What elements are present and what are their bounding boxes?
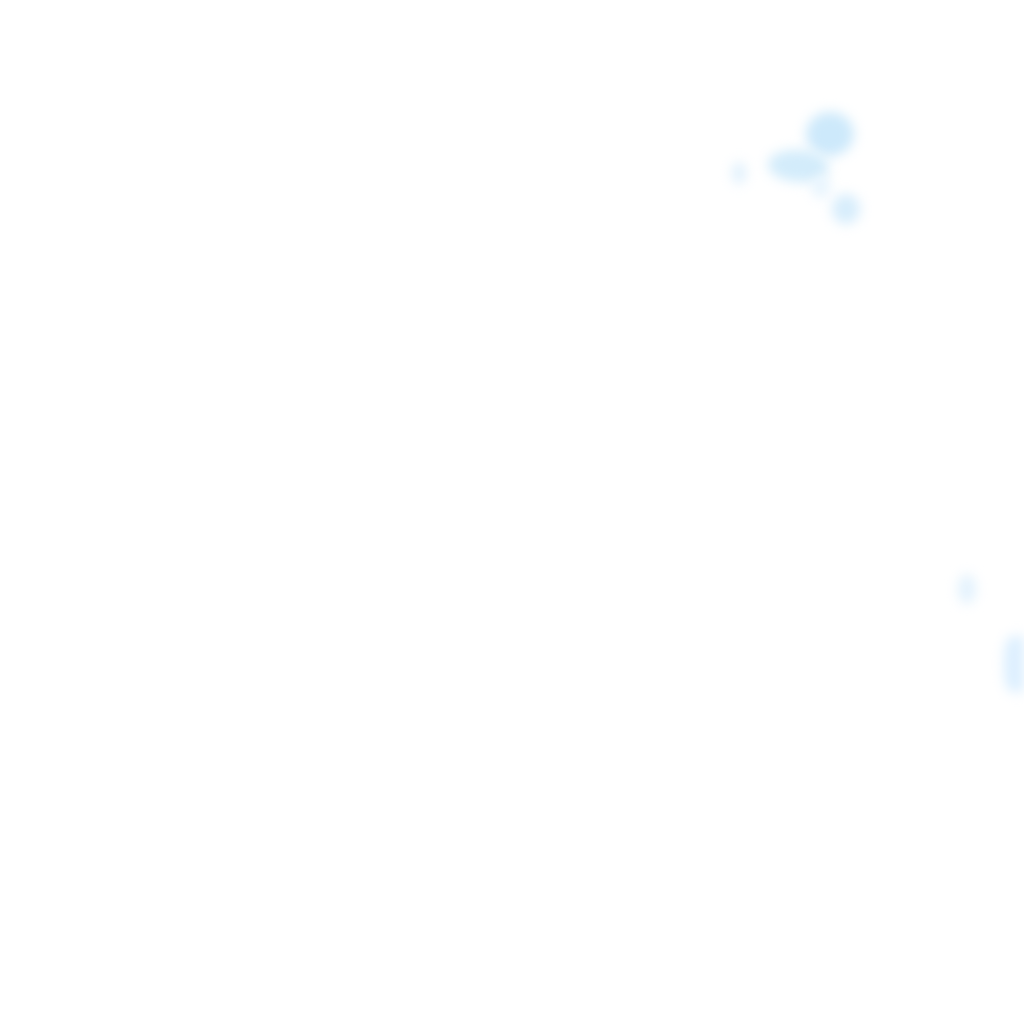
blue-splotch-edge bbox=[1004, 636, 1024, 692]
blue-splotch-joint bbox=[812, 176, 830, 198]
blue-splotch-right bbox=[958, 574, 976, 604]
blue-splotch-dot bbox=[732, 162, 746, 184]
blue-splotch-small bbox=[832, 194, 860, 224]
blue-splotch-large bbox=[806, 112, 854, 156]
